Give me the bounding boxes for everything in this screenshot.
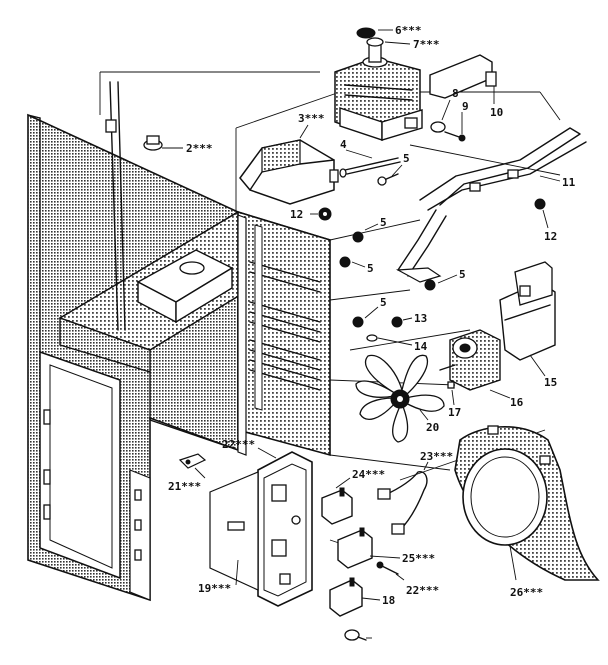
waveguide-duct <box>239 139 339 205</box>
callout-16: 17 <box>448 406 461 419</box>
callout-22a: 24*** <box>352 468 385 481</box>
callout-21: 25*** <box>402 552 435 565</box>
callout-15: 16 <box>510 396 524 409</box>
callout-13: 14 <box>414 340 428 353</box>
callout-12a: 12 <box>290 208 303 221</box>
callout-5a: 5 <box>403 152 410 165</box>
callout-22b: 18 <box>382 594 395 607</box>
fasteners <box>143 135 546 342</box>
callout-18: 26*** <box>510 586 543 599</box>
callout-25: 19*** <box>198 582 231 595</box>
motor-bracket <box>499 261 556 361</box>
callout-5c: 5 <box>367 262 374 275</box>
callout-5b: 5 <box>380 216 387 229</box>
callout-3: 3*** <box>298 112 325 125</box>
fan-motor <box>439 329 501 391</box>
oven-cavity <box>58 81 332 457</box>
fan-shroud <box>454 425 600 581</box>
callout-24: 21*** <box>168 480 201 493</box>
interlock-switches <box>321 487 399 641</box>
callout-5e: 5 <box>380 296 387 309</box>
wire-harness <box>377 471 428 535</box>
callout-leaders <box>162 29 561 639</box>
callout-4: 4 <box>340 138 347 151</box>
callout-20: 23*** <box>420 450 453 463</box>
callout-11: 11 <box>562 176 576 189</box>
callout-5f: 13 <box>414 312 427 325</box>
callout-labels: 6*** 7*** 2*** 3*** 4 5 8 9 10 11 12 12 … <box>168 24 576 607</box>
callout-5d: 5 <box>459 268 466 281</box>
fan-blade <box>355 354 445 443</box>
callout-9: 9 <box>462 100 469 113</box>
callout-8: 8 <box>452 87 459 100</box>
callout-23: 22*** <box>222 438 255 451</box>
callout-2: 2*** <box>186 142 213 155</box>
cabinet-back-panel <box>27 113 239 602</box>
callout-14: 15 <box>544 376 557 389</box>
callout-7: 7*** <box>413 38 440 51</box>
air-duct-rail <box>395 127 587 283</box>
magnetron <box>334 27 497 142</box>
callout-19: 22*** <box>406 584 439 597</box>
switch-bracket <box>178 451 313 607</box>
callout-6: 6*** <box>395 24 422 37</box>
callout-17: 20 <box>426 421 439 434</box>
callout-10: 10 <box>490 106 503 119</box>
rod-and-screws <box>339 157 401 186</box>
callout-12b: 12 <box>544 230 557 243</box>
